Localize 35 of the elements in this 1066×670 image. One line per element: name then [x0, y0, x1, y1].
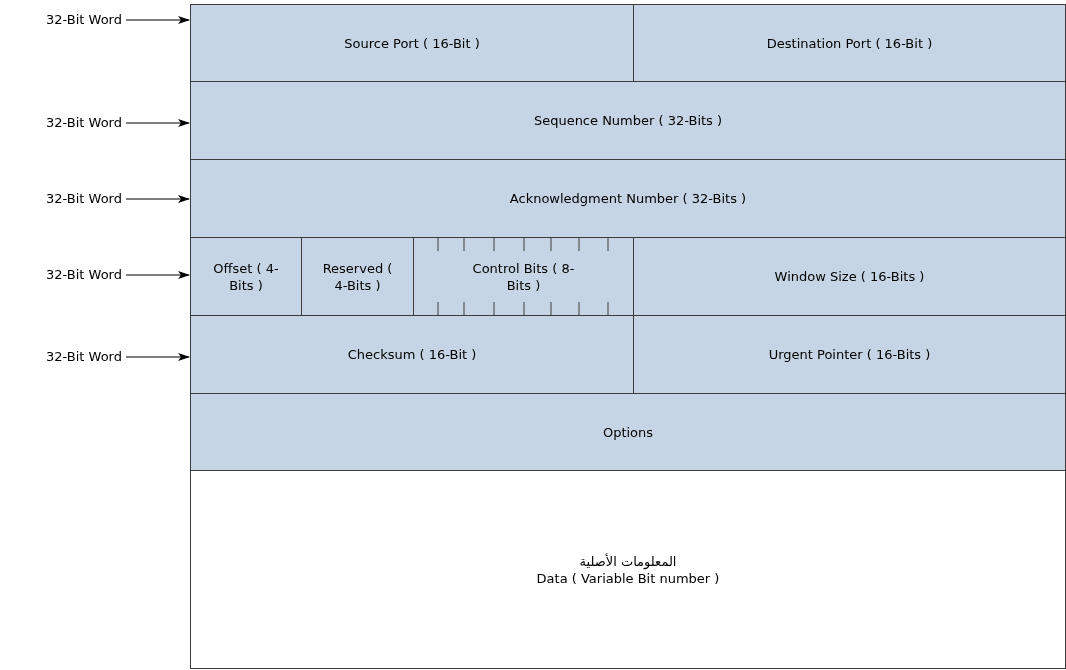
field-cell: [633, 237, 1066, 316]
arrow: [125, 195, 190, 203]
field-cell: [190, 470, 1066, 669]
row-label: 32-Bit Word: [46, 12, 122, 28]
field-label: Sequence Number ( 32-Bits ): [533, 112, 723, 129]
field-label: Control Bits ( 8-Bits ): [471, 259, 576, 294]
arrow: [125, 119, 190, 127]
field-cell: [190, 315, 634, 394]
field-label: Options: [602, 423, 654, 441]
field-label: Acknowledgment Number ( 32-Bits ): [509, 190, 747, 207]
field-label: Urgent Pointer ( 16-Bits ): [768, 346, 931, 363]
field-label: Checksum ( 16-Bit ): [347, 346, 477, 363]
field-label: المعلومات الأصلية: [579, 552, 677, 570]
field-label: Source Port ( 16-Bit ): [344, 34, 480, 52]
field-cell: [190, 4, 634, 82]
field-label: Window Size ( 16-Bits ): [774, 268, 925, 285]
row-label: 32-Bit Word: [46, 267, 122, 283]
field-label: Offset ( 4-Bits ): [212, 259, 280, 294]
field-label: Data ( Variable Bit number ): [536, 570, 720, 587]
arrow: [125, 353, 190, 361]
field-cell: [190, 81, 1066, 160]
field-cell: [633, 4, 1066, 82]
field-label: Destination Port ( 16-Bit ): [766, 34, 933, 52]
field-cell: [190, 393, 1066, 471]
field-cell: [413, 237, 634, 316]
field-cell: [190, 237, 302, 316]
field-cell: [633, 315, 1066, 394]
field-cell: [190, 159, 1066, 238]
field-cell: [301, 237, 414, 316]
field-label: Reserved ( 4-Bits ): [321, 259, 394, 294]
row-label: 32-Bit Word: [46, 191, 122, 207]
arrow: [125, 16, 190, 24]
row-label: 32-Bit Word: [46, 115, 122, 131]
arrow: [125, 271, 190, 279]
row-label: 32-Bit Word: [46, 349, 122, 365]
